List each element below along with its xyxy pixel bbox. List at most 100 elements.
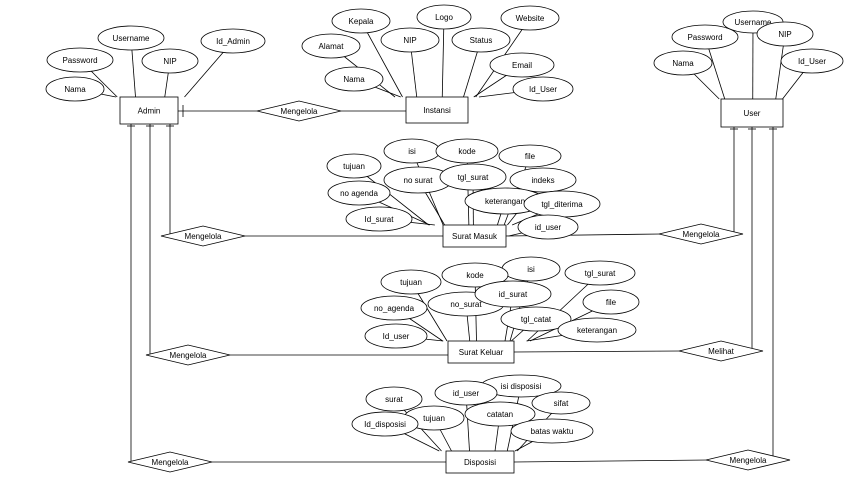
attribute-label: Id_disposisi	[364, 420, 406, 429]
attribute-label: isi	[527, 265, 535, 274]
attribute-instansi: Status	[451, 27, 511, 53]
attribute-ellipse	[364, 323, 428, 349]
attribute-admin: Username	[97, 25, 165, 51]
attribute-ellipse	[500, 306, 572, 332]
attribute-surat-keluar: kode	[441, 262, 509, 288]
attribute-instansi: Logo	[416, 4, 472, 30]
attribute-instansi: Alamat	[301, 33, 361, 59]
attribute-label: Id_user	[383, 332, 410, 341]
attribute-ellipse	[756, 21, 814, 47]
attribute-instansi: Email	[489, 52, 555, 78]
relationship-admin-instansi: Mengelola	[256, 100, 342, 122]
attribute-label: Email	[512, 61, 532, 70]
attribute-surat-keluar: tgl_catat	[500, 306, 572, 332]
entity-label: Disposisi	[464, 458, 496, 467]
attribute-admin: Id_Admin	[200, 28, 266, 54]
attribute-ellipse	[351, 411, 419, 437]
attribute-surat-masuk: tgl_surat	[439, 163, 507, 191]
relationship-user-surat-keluar: Melihat	[678, 340, 764, 362]
attribute-label: no_agenda	[374, 304, 415, 313]
attribute-ellipse	[500, 5, 560, 31]
attribute-ellipse	[510, 418, 594, 444]
attribute-ellipse	[326, 153, 382, 179]
attribute-label: NIP	[163, 57, 176, 66]
attribute-ellipse	[557, 317, 637, 343]
attribute-ellipse	[564, 260, 636, 286]
attribute-label: tgl_surat	[585, 269, 616, 278]
attribute-ellipse	[489, 52, 555, 78]
attribute-label: Nama	[672, 59, 694, 68]
entity-disposisi: Disposisi	[445, 450, 515, 474]
entity-instansi: Instansi	[405, 96, 469, 124]
entity-surat-keluar: Surat Keluar	[447, 340, 515, 364]
attribute-label: Username	[735, 18, 772, 27]
attribute-surat-keluar: keterangan	[557, 317, 637, 343]
attribute-ellipse	[45, 76, 105, 102]
attribute-user: NIP	[756, 21, 814, 47]
entity-box	[119, 96, 179, 125]
attribute-ellipse	[327, 180, 391, 206]
attribute-label: Logo	[435, 13, 453, 22]
attribute-ellipse	[200, 28, 266, 54]
attribute-disposisi: tujuan	[403, 405, 465, 431]
attribute-ellipse	[498, 144, 562, 168]
attribute-ellipse	[435, 138, 499, 164]
relationship-label: Mengelola	[730, 456, 767, 465]
attribute-disposisi: id_user	[434, 380, 498, 406]
attribute-surat-masuk: no agenda	[327, 180, 391, 206]
entity-label: User	[744, 109, 761, 118]
connector-line	[441, 16, 445, 98]
attribute-label: file	[525, 152, 536, 161]
attribute-label: batas waktu	[531, 427, 574, 436]
attribute-surat-keluar: tujuan	[380, 269, 442, 295]
attribute-label: Status	[470, 36, 493, 45]
attribute-label: catatan	[487, 410, 513, 419]
attribute-surat-masuk: tgl_diterima	[523, 190, 601, 218]
attribute-label: surat	[385, 395, 404, 404]
attribute-surat-keluar: file	[582, 289, 640, 315]
attribute-ellipse	[141, 48, 199, 74]
attribute-label: tgl_diterima	[541, 200, 583, 209]
attribute-surat-masuk: file	[498, 144, 562, 168]
attribute-disposisi: batas waktu	[510, 418, 594, 444]
attribute-ellipse	[380, 269, 442, 295]
attribute-ellipse	[380, 27, 440, 53]
attribute-label: NIP	[778, 30, 791, 39]
attribute-ellipse	[512, 76, 574, 102]
attribute-ellipse	[360, 295, 428, 321]
attribute-label: Id_Admin	[216, 37, 250, 46]
attribute-label: kode	[458, 147, 476, 156]
attribute-surat-masuk: kode	[435, 138, 499, 164]
attribute-label: isi	[408, 147, 416, 156]
entity-box	[442, 224, 507, 248]
relationship-admin-surat-keluar: Mengelola	[145, 344, 231, 366]
attribute-ellipse	[509, 167, 577, 193]
attribute-disposisi: catatan	[464, 401, 536, 427]
diamond-shape	[658, 223, 744, 245]
connector-line	[360, 20, 403, 98]
attribute-disposisi: sifat	[531, 391, 591, 415]
relationship-admin-disposisi: Mengelola	[127, 451, 213, 473]
attribute-label: Website	[516, 14, 545, 23]
entity-box	[447, 340, 515, 364]
connector-line	[513, 459, 709, 463]
attribute-ellipse	[301, 33, 361, 59]
entity-label: Instansi	[423, 106, 451, 115]
attribute-label: tgl_catat	[521, 315, 552, 324]
diamond-shape	[127, 451, 213, 473]
diamond-shape	[256, 100, 342, 122]
attribute-label: no surat	[404, 176, 434, 185]
attribute-instansi: NIP	[380, 27, 440, 53]
relationship-user-disposisi: Mengelola	[705, 449, 791, 471]
attribute-label: id_user	[535, 223, 562, 232]
attribute-user: Password	[671, 24, 739, 50]
attribute-label: Kepala	[349, 17, 374, 26]
attribute-surat-masuk: Id_surat	[345, 206, 413, 232]
attribute-label: Username	[113, 34, 150, 43]
attribute-label: Nama	[64, 85, 86, 94]
attribute-instansi: Website	[500, 5, 560, 31]
attribute-ellipse	[416, 4, 472, 30]
attribute-label: keterangan	[485, 197, 525, 206]
attribute-surat-keluar: no_agenda	[360, 295, 428, 321]
